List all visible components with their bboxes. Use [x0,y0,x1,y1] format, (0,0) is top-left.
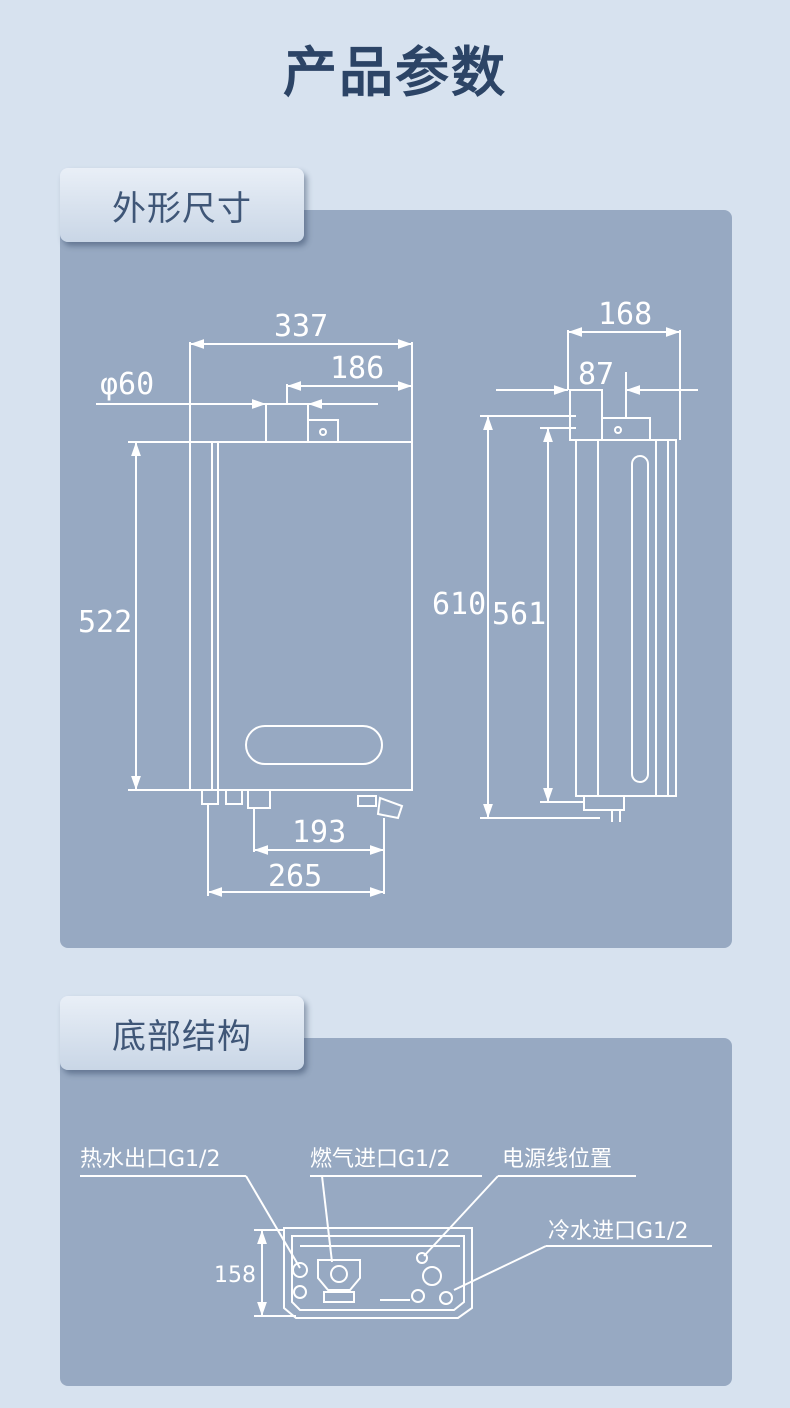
label-cold-water-inlet: 冷水进口G1/2 [548,1219,688,1244]
dim-depth-total: 168 [598,297,652,332]
dim-flue-offset: 186 [330,351,384,386]
front-view [96,339,413,897]
dim-flue-depth: 87 [578,357,614,392]
tab-dimensions: 外形尺寸 [60,168,304,242]
bottom-view [80,1175,712,1319]
label-power-cable: 电源线位置 [502,1147,612,1172]
label-gas-inlet: 燃气进口G1/2 [310,1147,450,1172]
dim-pipe-outer: 265 [268,859,322,894]
bottom-structure-panel [60,1038,732,1386]
page-title: 产品参数 [283,41,507,104]
label-hot-water-outlet: 热水出口G1/2 [80,1147,220,1172]
dim-pipe-inner: 193 [292,815,346,850]
bottom-labels: 热水出口G1/2 燃气进口G1/2 电源线位置 冷水进口G1/2 158 [80,1147,688,1288]
dimension-labels: 337 186 φ60 522 193 265 168 87 610 561 [78,297,652,894]
dim-bottom-depth: 158 [214,1263,256,1288]
dim-side-height: 561 [492,597,546,632]
dim-flue-diameter: φ60 [100,367,154,402]
dim-width-total: 337 [274,309,328,344]
dim-total-height: 610 [432,587,486,622]
tab-bottom-structure: 底部结构 [60,996,304,1070]
dim-front-height: 522 [78,605,132,640]
side-view [480,327,698,822]
